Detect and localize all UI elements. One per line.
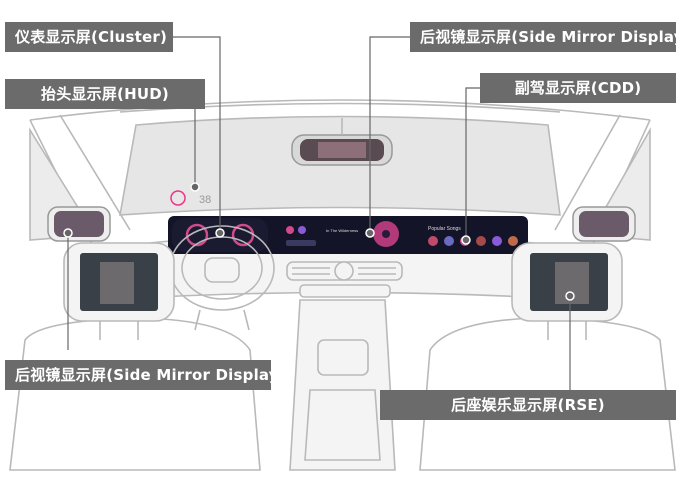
app-icon-1 (286, 226, 294, 234)
steering-column (194, 309, 250, 331)
left-headrest-post (99, 321, 139, 340)
song-thumb-2 (444, 236, 454, 246)
gear-panel (317, 339, 369, 376)
label-rse: 后座娱乐显示屏(RSE) (380, 390, 676, 420)
console-tray (304, 389, 381, 461)
marker-cdd (461, 235, 471, 245)
playlist-title: Popular Songs (428, 226, 461, 232)
marker-hud (190, 182, 200, 192)
label-side-mirror-bottom: 后视镜显示屏(Side Mirror Display) (5, 360, 286, 390)
hud-speed: 38 (199, 194, 211, 206)
roof-outline (29, 99, 651, 121)
media-title: In The Wilderness (326, 228, 358, 233)
song-thumb-5 (492, 236, 502, 246)
marker-side-mirror-top (365, 228, 375, 238)
center-knob (334, 261, 354, 281)
marker-side-mirror-left (63, 228, 73, 238)
cluster-gauge-left (185, 223, 209, 247)
right-headrest-post (547, 321, 587, 340)
lower-vent (299, 284, 391, 298)
marker-cluster (215, 228, 225, 238)
song-thumb-4 (476, 236, 486, 246)
side-mirror-left-screen (54, 211, 104, 237)
marker-rse (565, 291, 575, 301)
song-thumb-1 (428, 236, 438, 246)
app-icon-2 (298, 226, 306, 234)
left-rse-image (100, 262, 134, 304)
windshield-glass (119, 115, 561, 216)
label-hud: 抬头显示屏(HUD) (5, 79, 205, 109)
app-icon-3 (286, 240, 316, 246)
side-mirror-right-screen (579, 211, 629, 237)
hud-projection: 38 (170, 190, 211, 206)
label-cdd: 副驾显示屏(CDD) (480, 73, 676, 103)
rear-view-mirror-image (318, 142, 366, 158)
steering-wheel-hub (204, 257, 240, 283)
left-seat-back (9, 317, 261, 471)
album-art-center (382, 230, 390, 238)
center-console (289, 299, 396, 471)
song-thumb-6 (508, 236, 518, 246)
label-side-mirror-top: 后视镜显示屏(Side Mirror Display) (410, 22, 683, 52)
label-cluster: 仪表显示屏(Cluster) (5, 22, 173, 52)
